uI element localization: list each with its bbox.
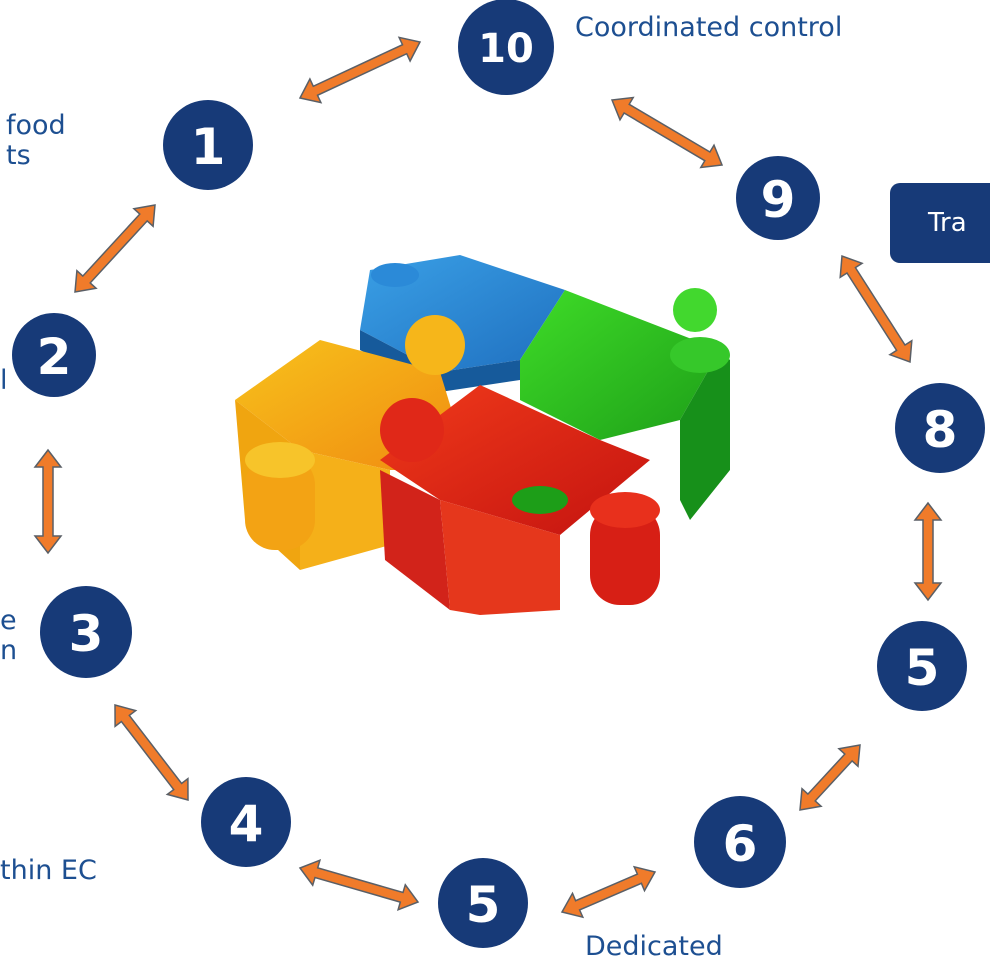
node-circle: [438, 858, 528, 948]
node-10: 10: [458, 0, 554, 95]
traceability-box: Tra: [890, 183, 990, 263]
traceability-box-label: Tra: [928, 208, 967, 238]
node-circle: [736, 156, 820, 240]
double-arrow-8: [799, 744, 861, 811]
double-arrow-3: [74, 204, 156, 293]
cycle-nodes: 10 1 9 2 8 3 5 4 6 5: [12, 0, 985, 948]
double-arrow-2: [610, 96, 724, 169]
label-node-2: l: [0, 365, 8, 396]
node-number: 3: [69, 605, 104, 663]
double-arrow-1: [298, 36, 422, 104]
node-circle: [877, 621, 967, 711]
node-9: 9: [736, 156, 820, 240]
node-number: 10: [478, 26, 534, 72]
puzzle-red-piece: [380, 385, 650, 535]
node-circle: [12, 313, 96, 397]
double-arrow-7: [114, 704, 189, 801]
label-coordinated-control: Coordinated control: [575, 12, 843, 43]
puzzle-green-side: [680, 350, 730, 520]
double-arrow-5: [33, 448, 63, 555]
double-arrow-6: [913, 501, 943, 602]
double-arrow-4: [839, 254, 913, 364]
node-circle: [895, 383, 985, 473]
node-number: 1: [191, 118, 226, 176]
cycle-arrows: [33, 36, 943, 919]
puzzle-pieces-image: [235, 255, 730, 615]
node-number: 9: [761, 171, 796, 229]
label-within-ec: thin EC: [0, 855, 97, 886]
label-node-3: e n: [0, 605, 18, 666]
node-5b: 5: [438, 858, 528, 948]
label-food: food ts: [6, 110, 66, 171]
node-3: 3: [40, 586, 132, 678]
node-circle: [163, 100, 253, 190]
node-5a: 5: [877, 621, 967, 711]
puzzle-red-side: [380, 470, 450, 610]
node-circle: [40, 586, 132, 678]
node-8: 8: [895, 383, 985, 473]
node-number: 2: [37, 328, 72, 386]
puzzle-blue-side: [360, 330, 520, 392]
node-circle: [694, 796, 786, 888]
node-number: 6: [723, 815, 758, 873]
label-dedicated: Dedicated: [585, 931, 723, 962]
node-circle: [458, 0, 554, 95]
node-2: 2: [12, 313, 96, 397]
node-number: 5: [905, 639, 940, 697]
node-circle: [201, 777, 291, 867]
node-6: 6: [694, 796, 786, 888]
node-4: 4: [201, 777, 291, 867]
double-arrow-10: [560, 865, 657, 919]
node-1: 1: [163, 100, 253, 190]
puzzle-green-piece: [520, 290, 720, 440]
node-number: 5: [466, 876, 501, 934]
double-arrow-9: [298, 858, 420, 912]
node-number: 8: [923, 401, 958, 459]
node-number: 4: [229, 795, 264, 853]
